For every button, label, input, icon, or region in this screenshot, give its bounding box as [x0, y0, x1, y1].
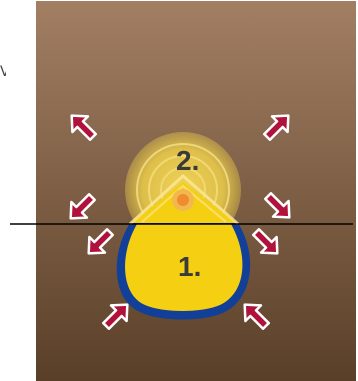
core-inner — [177, 194, 189, 206]
stage-2-label: 2. — [176, 145, 199, 176]
stage-1-label: 1. — [178, 251, 201, 282]
